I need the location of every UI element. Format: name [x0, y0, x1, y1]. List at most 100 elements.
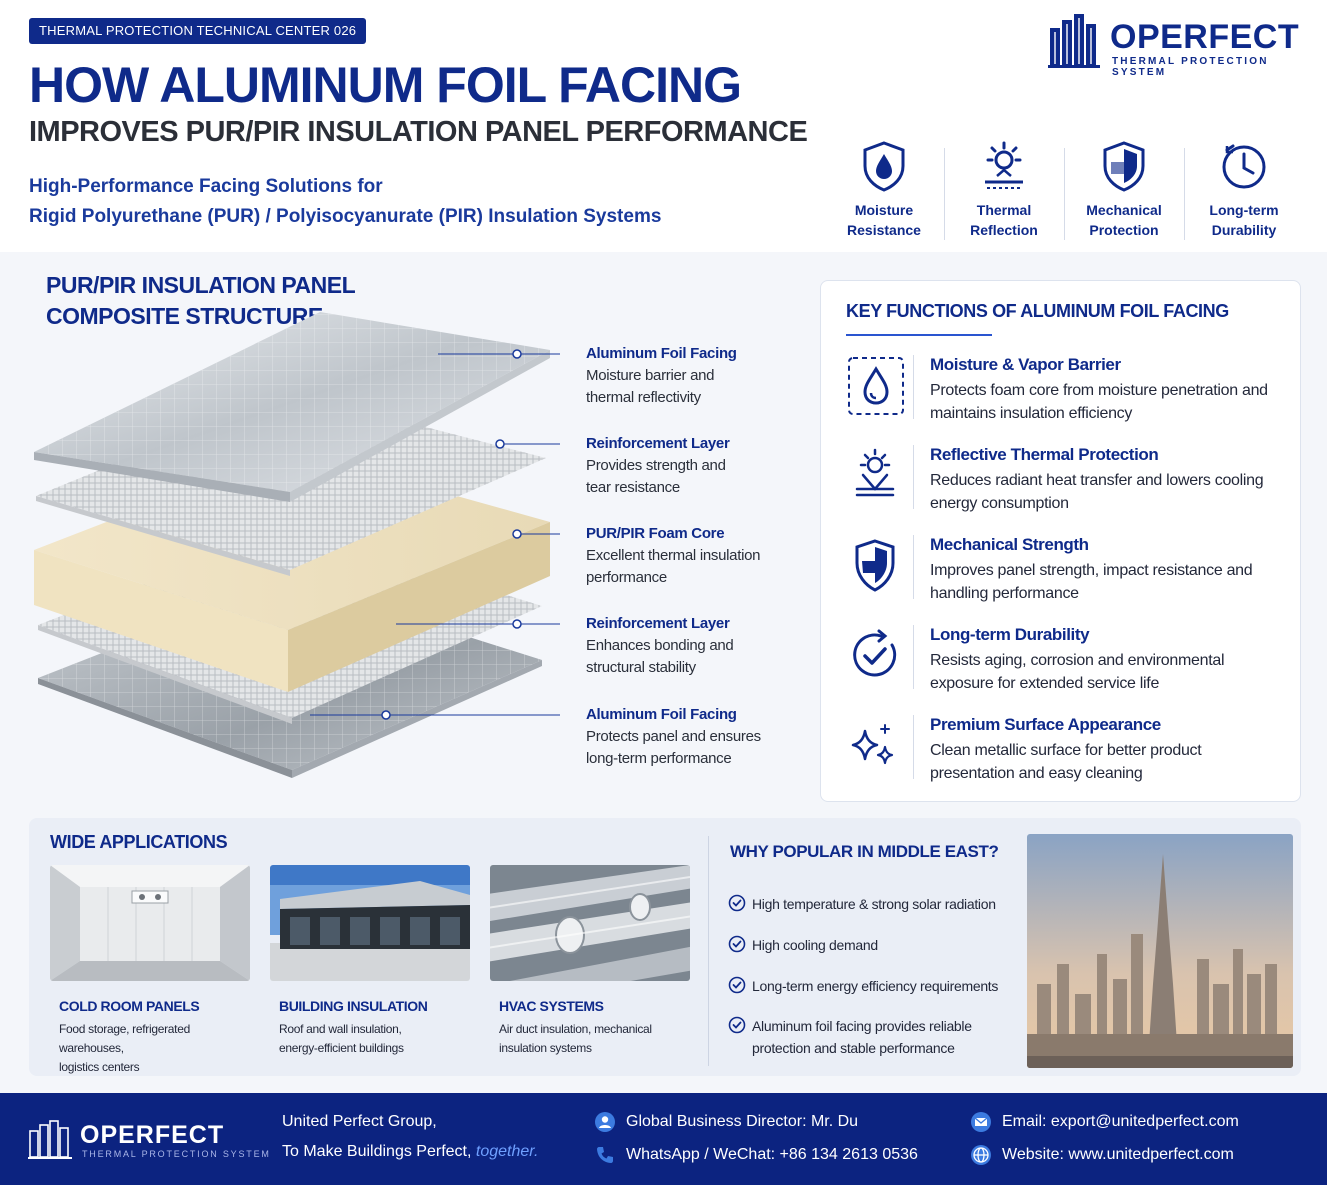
check-circle-icon — [853, 629, 897, 677]
structure-title: PUR/PIR INSULATION PANEL COMPOSITE STRUC… — [46, 270, 356, 332]
footer-director: Global Business Director: Mr. Du — [626, 1113, 859, 1130]
footer-email[interactable]: Email: export@unitedperfect.com — [1002, 1113, 1239, 1130]
layer-desc-line-1: Moisture barrier and — [586, 367, 715, 384]
application-desc-line-2: logistics centers — [59, 1060, 140, 1074]
check-circle-icon — [728, 894, 746, 912]
key-function-moisture-barrier: Moisture & Vapor Barrier Protects foam c… — [843, 355, 1283, 433]
brand-subtitle: THERMAL PROTECTION SYSTEM — [1112, 56, 1269, 78]
feature-divider — [1184, 148, 1185, 240]
page-title: HOW ALUMINUM FOIL FACING — [29, 57, 742, 113]
person-icon — [595, 1112, 615, 1132]
panel-layer-diagram — [34, 312, 560, 778]
why-item: High temperature & strong solar radiatio… — [728, 893, 1020, 915]
why-item-text: High temperature & strong solar radiatio… — [752, 896, 996, 912]
layer-heading: Aluminum Foil Facing — [586, 706, 737, 723]
check-circle-icon — [728, 976, 746, 994]
layer-label-top-reinforcement: Reinforcement Layer Provides strength an… — [586, 433, 806, 499]
why-item-text: Aluminum foil facing provides reliable p… — [752, 1018, 972, 1056]
layer-heading: Aluminum Foil Facing — [586, 345, 737, 362]
key-functions-title: KEY FUNCTIONS OF ALUMINUM FOIL FACING — [846, 301, 1229, 321]
shield-icon — [855, 539, 895, 592]
application-desc-line-2: insulation systems — [499, 1041, 592, 1055]
why-popular-title: WHY POPULAR IN MIDDLE EAST? — [730, 842, 999, 861]
layer-desc-line-2: performance — [586, 569, 667, 586]
sun-reflect-icon — [855, 448, 895, 497]
layer-desc-line-2: structural stability — [586, 659, 696, 676]
feature-label-line-1: Thermal — [976, 202, 1032, 218]
key-function-heading: Reflective Thermal Protection — [930, 445, 1159, 464]
layer-desc-line-2: thermal reflectivity — [586, 389, 701, 406]
shield-icon — [1103, 141, 1145, 192]
item-separator — [913, 535, 914, 599]
key-function-heading: Premium Surface Appearance — [930, 715, 1161, 734]
sun-reflection-icon — [985, 141, 1023, 189]
layer-label-top-foil: Aluminum Foil Facing Moisture barrier an… — [586, 343, 806, 409]
footer-website[interactable]: Website: www.unitedperfect.com — [1002, 1146, 1234, 1163]
application-building-insulation: BUILDING INSULATION Roof and wall insula… — [270, 865, 470, 1058]
feature-label-line-1: Long-term — [1209, 202, 1279, 218]
application-desc-line-2: energy-efficient buildings — [279, 1041, 404, 1055]
email-icon — [971, 1112, 991, 1132]
tagline: High-Performance Facing Solutions for Ri… — [29, 172, 729, 232]
feature-label-line-2: Protection — [1089, 222, 1159, 238]
application-heading: COLD ROOM PANELS — [59, 998, 200, 1014]
footer: OPERFECT THERMAL PROTECTION SYSTEM Unite… — [0, 1093, 1327, 1185]
why-item: High cooling demand — [728, 934, 1020, 956]
hvac-ducts-photo — [479, 865, 701, 995]
application-desc-line-1: Food storage, refrigerated warehouses, — [59, 1022, 190, 1055]
feature-divider — [944, 148, 945, 240]
key-function-desc: Improves panel strength, impact resistan… — [930, 562, 1253, 602]
globe-icon — [971, 1145, 991, 1165]
footer-whatsapp[interactable]: WhatsApp / WeChat: +86 134 2613 0536 — [626, 1146, 918, 1163]
key-function-premium-surface: Premium Surface Appearance Clean metalli… — [843, 715, 1283, 793]
layer-desc-line-2: long-term performance — [586, 750, 732, 767]
page-subtitle: IMPROVES PUR/PIR INSULATION PANEL PERFOR… — [29, 116, 808, 148]
feature-label-line-1: Moisture — [854, 202, 914, 218]
feature-label-line-1: Mechanical — [1086, 202, 1162, 218]
why-item: Aluminum foil facing provides reliable p… — [728, 1015, 1020, 1059]
water-drop-icon — [848, 357, 904, 415]
item-separator — [913, 355, 914, 419]
applications-title: WIDE APPLICATIONS — [50, 832, 228, 852]
sparkle-icon — [851, 724, 894, 765]
title-underline — [846, 334, 992, 336]
footer-brand-subtitle: THERMAL PROTECTION SYSTEM — [82, 1149, 271, 1159]
check-circle-icon — [728, 935, 746, 953]
key-function-heading: Moisture & Vapor Barrier — [930, 355, 1121, 374]
why-item: Long-term energy efficiency requirements — [728, 975, 1020, 997]
brand-name: OPERFECT — [1110, 18, 1300, 56]
layer-label-bottom-reinforcement: Reinforcement Layer Enhances bonding and… — [586, 613, 806, 679]
city-skyline-photo — [1027, 834, 1293, 1068]
layer-heading: Reinforcement Layer — [586, 435, 730, 452]
layer-desc-line-1: Excellent thermal insulation — [586, 547, 761, 564]
key-function-heading: Long-term Durability — [930, 625, 1090, 644]
applications-divider — [708, 836, 709, 1066]
footer-slogan-accent: together. — [475, 1143, 539, 1160]
layer-desc-line-1: Protects panel and ensures — [586, 728, 761, 745]
key-functions-card: KEY FUNCTIONS OF ALUMINUM FOIL FACING Mo… — [820, 280, 1301, 802]
header: THERMAL PROTECTION TECHNICAL CENTER 026 … — [0, 0, 1327, 252]
header-badge: THERMAL PROTECTION TECHNICAL CENTER 026 — [29, 18, 367, 44]
application-heading: HVAC SYSTEMS — [499, 998, 604, 1014]
layer-desc-line-1: Enhances bonding and — [586, 637, 734, 654]
layer-heading: PUR/PIR Foam Core — [586, 525, 725, 542]
check-circle-icon — [728, 1016, 746, 1034]
footer-company: United Perfect Group, — [282, 1113, 437, 1130]
key-function-long-term-durability: Long-term Durability Resists aging, corr… — [843, 625, 1283, 703]
building-photo — [270, 865, 470, 981]
phone-icon — [597, 1147, 613, 1163]
tagline-line-2: Rigid Polyurethane (PUR) / Polyisocyanur… — [29, 206, 662, 227]
layer-label-foam-core: PUR/PIR Foam Core Excellent thermal insu… — [586, 523, 806, 589]
building-logo-icon — [28, 1120, 72, 1159]
footer-slogan: To Make Buildings Perfect, together. — [282, 1141, 538, 1163]
footer-brand-name: OPERFECT — [80, 1121, 225, 1149]
why-item-text: High cooling demand — [752, 937, 878, 953]
layer-label-bottom-foil: Aluminum Foil Facing Protects panel and … — [586, 704, 806, 770]
layer-heading: Reinforcement Layer — [586, 615, 730, 632]
application-cold-room: COLD ROOM PANELS Food storage, refrigera… — [50, 865, 250, 1077]
item-separator — [913, 625, 914, 689]
